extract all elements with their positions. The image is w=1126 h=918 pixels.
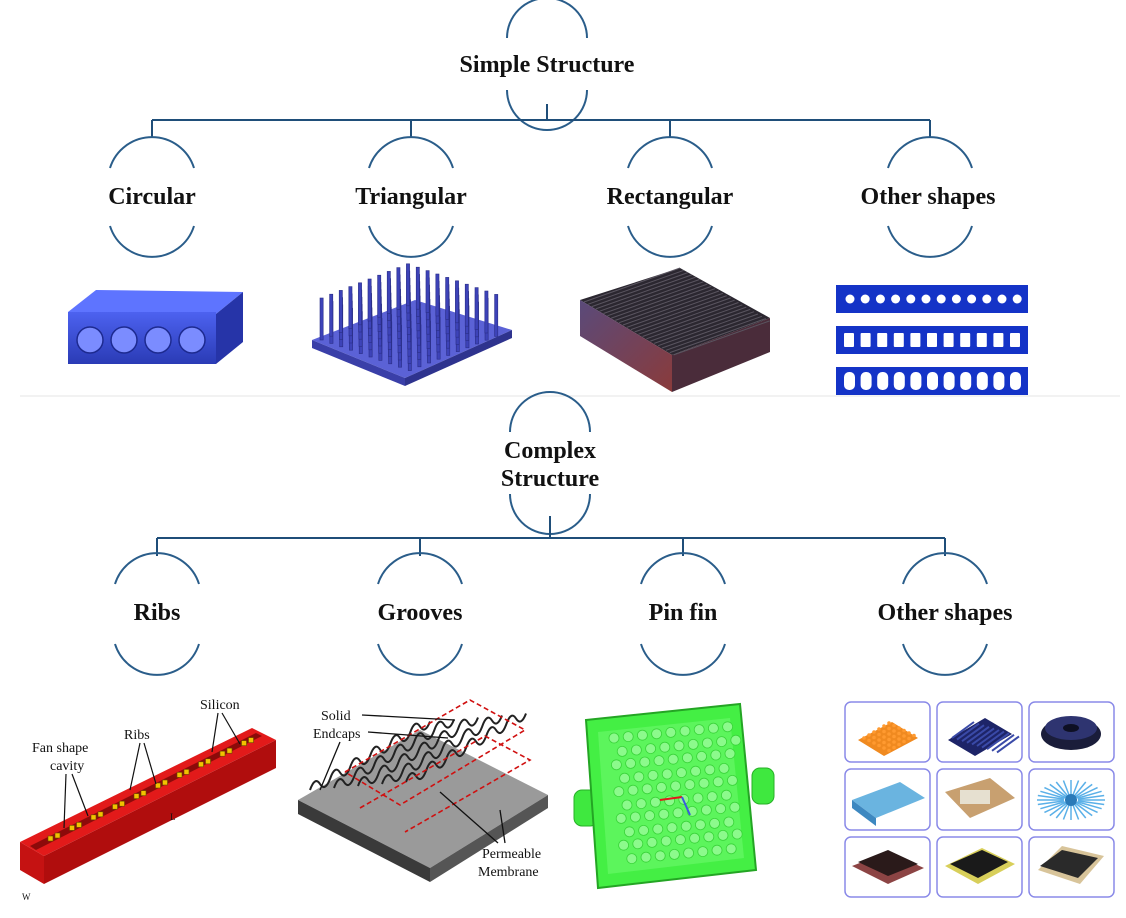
grooves-leader-lines — [319, 714, 506, 844]
green-pin-fin-plate-icon — [573, 702, 775, 890]
slotted-plate-icon — [836, 285, 1028, 395]
label-ribs: Ribs — [134, 600, 181, 626]
complex-structure-title-line2: Structure — [501, 466, 600, 492]
simple-tree-connectors — [151, 104, 931, 138]
label-other-shapes-simple: Other shapes — [861, 184, 996, 210]
label-triangular: Triangular — [355, 184, 467, 210]
heatsink-gallery-icon — [844, 701, 1115, 898]
complex-root-node: Complex Structure — [501, 391, 600, 535]
label-grooves: Grooves — [378, 600, 463, 626]
simple-root-node: Simple Structure — [460, 0, 635, 131]
branch-other-shapes-complex: Other shapes — [878, 552, 1013, 676]
grooves-annotation-perm-2: Membrane — [478, 865, 539, 880]
plate-fin-heatsink-icon — [580, 267, 770, 392]
branch-other-shapes-simple: Other shapes — [861, 136, 996, 258]
label-other-shapes-complex: Other shapes — [878, 600, 1013, 626]
grooves-annotation-solid-2: Endcaps — [313, 727, 360, 742]
label-pin-fin: Pin fin — [649, 600, 718, 626]
branch-grooves: Grooves — [377, 552, 463, 676]
branch-circular: Circular — [108, 136, 196, 258]
ribs-annotation-width: W — [22, 892, 31, 902]
branch-rectangular: Rectangular — [607, 136, 734, 258]
circular-hole-block-icon — [68, 290, 243, 364]
branch-ribs: Ribs — [114, 552, 200, 676]
grooved-membrane-icon: Solid Endcaps Permeable Membrane — [298, 699, 548, 882]
ribs-annotation-fan-shape-1: Fan shape — [32, 741, 88, 756]
ribs-annotation-silicon: Silicon — [200, 698, 240, 713]
ribs-annotation-length: L — [170, 812, 176, 822]
simple-structure-title: Simple Structure — [460, 52, 635, 78]
grooves-annotation-perm-1: Permeable — [482, 847, 541, 862]
label-rectangular: Rectangular — [607, 184, 734, 210]
complex-tree-connectors — [156, 516, 946, 556]
pin-array-plate-icon — [312, 263, 512, 386]
branch-triangular: Triangular — [355, 136, 467, 258]
ribs-annotation-fan-shape-2: cavity — [50, 759, 84, 774]
ribbed-red-channel-icon: Fan shape cavity Ribs Silicon L W — [20, 698, 276, 902]
grooves-annotation-solid-1: Solid — [321, 709, 351, 724]
ribs-leader-lines — [63, 712, 241, 829]
label-circular: Circular — [108, 184, 196, 210]
branch-pin-fin: Pin fin — [640, 552, 726, 676]
complex-structure-title-line1: Complex — [504, 438, 596, 464]
ribs-annotation-ribs: Ribs — [124, 728, 150, 743]
